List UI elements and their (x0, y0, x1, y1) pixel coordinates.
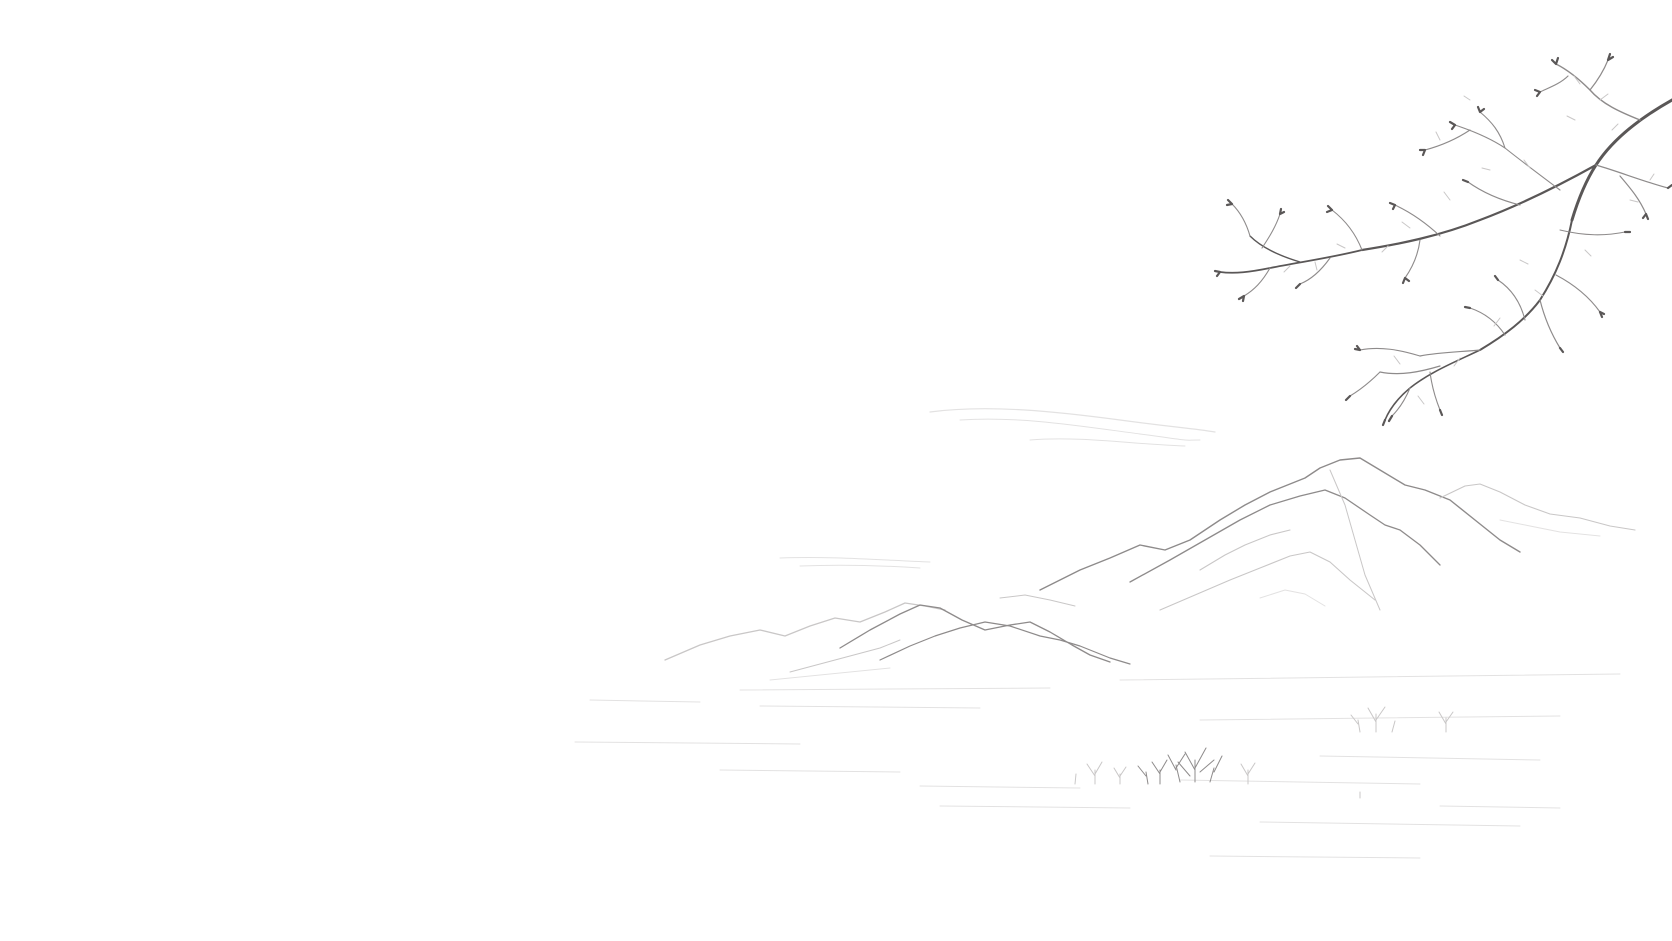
shrub-center (1137, 747, 1223, 785)
shrub-mid (1240, 762, 1256, 785)
water-strokes (574, 673, 1621, 859)
branch-buds (1213, 52, 1672, 427)
branch-leaves (1283, 75, 1655, 405)
shrub-right (1350, 706, 1454, 799)
central-mountain (1039, 457, 1521, 611)
right-ridge (1439, 483, 1636, 537)
cloud-wisps (779, 408, 1216, 569)
left-mountains (664, 594, 1131, 681)
shrub-left (1074, 761, 1127, 785)
shrubs (1074, 706, 1454, 799)
tree-branch (1213, 52, 1672, 427)
